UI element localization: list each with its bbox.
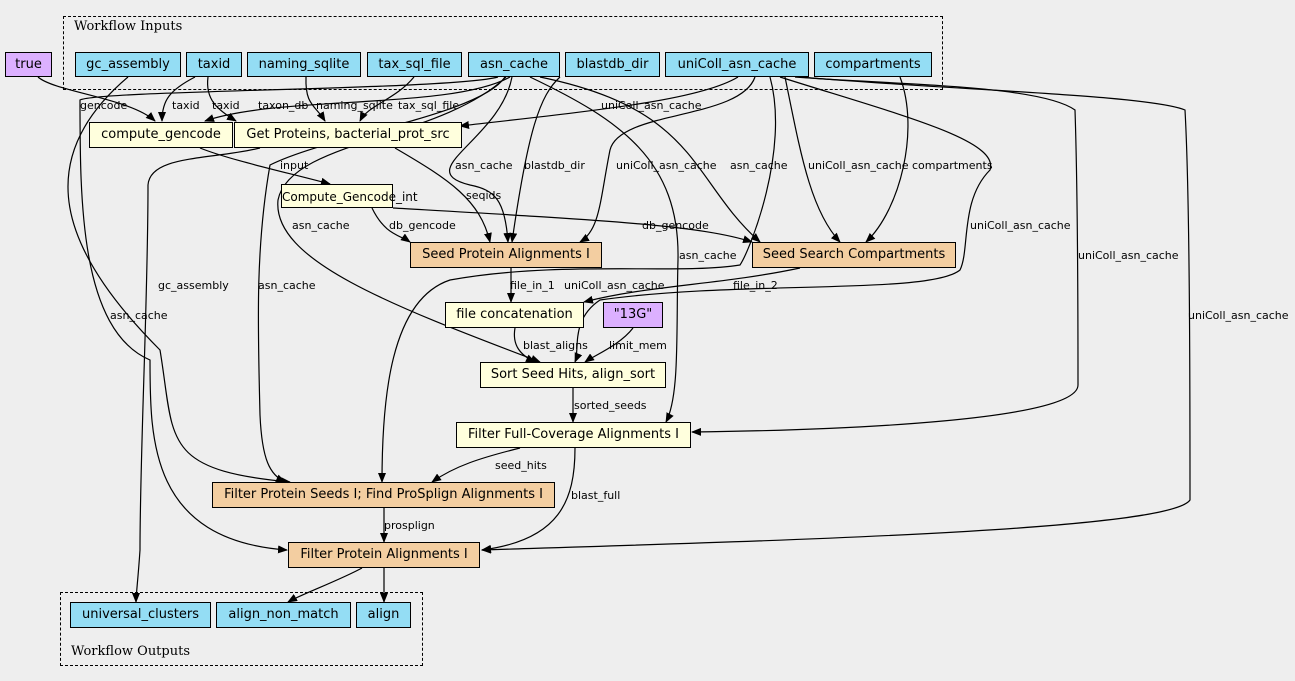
- label-asn-cache-1: asn_cache: [455, 159, 513, 172]
- label-unicoll-3: uniColl_asn_cache: [808, 159, 909, 172]
- edge-filter-full-filter-align: [481, 447, 576, 553]
- edge-filter-full-filter-seeds: [431, 447, 521, 483]
- compute-gencode-int-step[interactable]: Compute_Gencode_int: [281, 184, 418, 208]
- edge-gencode-int-seed-protein: [371, 207, 411, 243]
- edge-compute-gencode-int: [199, 147, 331, 186]
- edge-asn-cache-filter-full: [529, 76, 679, 423]
- blastdb-dir-input[interactable]: blastdb_dir: [565, 52, 660, 77]
- label-blast-aligns: blast_aligns: [523, 339, 588, 352]
- align-non-match-output[interactable]: align_non_match: [216, 602, 351, 628]
- edge-unicoll-filter-full: [691, 76, 1079, 436]
- edge-blastdb-seed-protein: [509, 76, 561, 243]
- filter-protein-seeds-step[interactable]: Filter Protein Seeds I; Find ProSplign A…: [212, 482, 555, 508]
- get-proteins-step[interactable]: Get Proteins, bacterial_prot_src: [234, 122, 462, 148]
- edge-13g-sort-seed: [584, 327, 634, 363]
- label-blast-full: blast_full: [571, 489, 620, 502]
- 13g-param-node[interactable]: "13G": [603, 302, 663, 328]
- label-blastdb-dir: blastdb_dir: [524, 159, 585, 172]
- filter-protein-alignments-step[interactable]: Filter Protein Alignments I: [288, 542, 480, 568]
- seed-search-compartments-step[interactable]: Seed Search Compartments: [752, 242, 956, 268]
- label-unicoll-1: uniColl_asn_cache: [601, 99, 702, 112]
- label-prosplign: prosplign: [384, 519, 435, 532]
- gc-assembly-input[interactable]: gc_assembly: [75, 52, 181, 77]
- edge-filter-align-align-non-match: [287, 567, 363, 603]
- filter-full-coverage-step[interactable]: Filter Full-Coverage Alignments I: [456, 422, 691, 448]
- label-asn-cache-5: asn_cache: [258, 279, 316, 292]
- edge-asn-cache-seed-search: [539, 76, 761, 243]
- asn-cache-input[interactable]: asn_cache: [468, 52, 560, 77]
- naming-sqlite-input[interactable]: naming_sqlite: [247, 52, 361, 77]
- edge-taxid-compute-gencode: [158, 76, 196, 122]
- edge-asn-cache-seed-protein: [449, 76, 513, 243]
- label-limit-mem: limit_mem: [609, 339, 667, 352]
- label-unicoll-5: uniColl_asn_cache: [1078, 249, 1179, 262]
- label-sorted-seeds: sorted_seeds: [574, 399, 647, 412]
- label-gencode: gencode: [80, 99, 127, 112]
- sort-seed-hits-step[interactable]: Sort Seed Hits, align_sort: [480, 362, 666, 388]
- edge-unicoll-sort-seed: [574, 76, 992, 363]
- edge-tax-sql-file-get-proteins: [359, 76, 415, 122]
- label-unicoll-4: uniColl_asn_cache: [970, 219, 1071, 232]
- label-seed-hits: seed_hits: [495, 459, 547, 472]
- edge-get-proteins-universal: [132, 147, 261, 603]
- file-concatenation-step[interactable]: file concatenation: [445, 302, 584, 328]
- edge-seed-search-file-concat: [583, 267, 801, 304]
- label-taxid-2: taxid: [212, 99, 240, 112]
- label-taxid-1: taxid: [172, 99, 200, 112]
- edge-asn-cache-filter-align: [79, 76, 499, 554]
- edge-taxid-get-proteins: [207, 76, 237, 122]
- tax-sql-file-input[interactable]: tax_sql_file: [367, 52, 462, 77]
- label-unicoll-7: uniColl_asn_cache: [1188, 309, 1289, 322]
- label-input: input: [280, 159, 309, 172]
- label-asn-cache-6: asn_cache: [110, 309, 168, 322]
- compute-gencode-step[interactable]: compute_gencode: [89, 122, 233, 148]
- edge-unicoll-filter-align: [481, 76, 1191, 554]
- edge-asn-cache-filter-seeds: [257, 76, 506, 483]
- workflow-inputs-cluster: [63, 16, 943, 90]
- workflow-outputs-label: Workflow Outputs: [71, 644, 190, 659]
- label-asn-cache-4: asn_cache: [679, 249, 737, 262]
- label-gc-assembly: gc_assembly: [158, 279, 229, 292]
- edge-unicoll-seed-protein: [579, 76, 756, 243]
- edge-unicoll-seed-search: [784, 76, 841, 243]
- universal-clusters-output[interactable]: universal_clusters: [70, 602, 211, 628]
- label-unicoll-2: uniColl_asn_cache: [616, 159, 717, 172]
- label-compartments: compartments: [912, 159, 993, 172]
- edge-gencode-int-seed-search: [392, 207, 753, 244]
- taxid-input[interactable]: taxid: [186, 52, 242, 77]
- edge-get-proteins-seed-protein: [394, 147, 492, 243]
- label-tax-sql-file: tax_sql_file: [398, 99, 459, 112]
- label-asn-cache-2: asn_cache: [730, 159, 788, 172]
- true-param-node[interactable]: true: [5, 52, 52, 77]
- edge-file-concat-sort-seed: [513, 327, 536, 363]
- label-asn-cache-3: asn_cache: [292, 219, 350, 232]
- edge-asn-cache-compute-gencode: [204, 76, 511, 122]
- label-db-gencode-1: db_gencode: [389, 219, 456, 232]
- seed-protein-alignments-step[interactable]: Seed Protein Alignments I: [410, 242, 602, 268]
- edge-compartments-seed-search: [865, 76, 909, 243]
- align-output[interactable]: align: [356, 602, 411, 628]
- edge-unicoll-filter-seeds: [378, 76, 777, 483]
- label-naming-sqlite: naming_sqlite: [316, 99, 393, 112]
- compartments-input[interactable]: compartments: [814, 52, 932, 77]
- label-db-gencode-2: db_gencode: [642, 219, 709, 232]
- edge-naming-sqlite-get-proteins: [305, 76, 326, 122]
- workflow-inputs-label: Workflow Inputs: [74, 19, 183, 34]
- label-taxon-db: taxon_db: [258, 99, 308, 112]
- label-unicoll-6: uniColl_asn_cache: [564, 279, 665, 292]
- edge-true-gencode: [37, 76, 156, 122]
- unicoll-asn-cache-input[interactable]: uniColl_asn_cache: [665, 52, 809, 77]
- label-seqids: seqids: [466, 189, 502, 202]
- workflow-outputs-cluster: [60, 592, 423, 666]
- label-file-in-1: file_in_1: [510, 279, 555, 292]
- label-file-in-2: file_in_2: [733, 279, 778, 292]
- edge-unicoll-get-proteins: [459, 76, 739, 129]
